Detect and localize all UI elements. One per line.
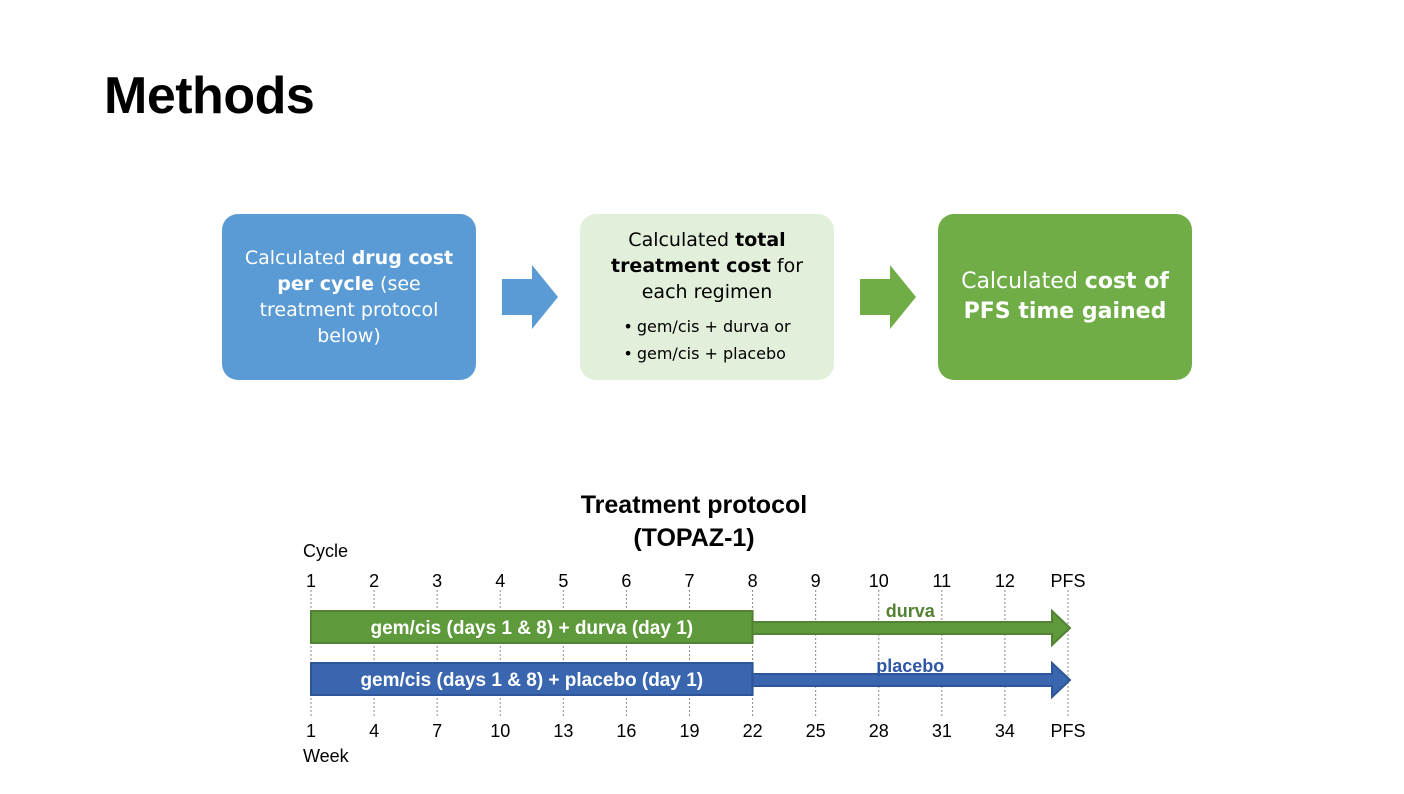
regimen-list: gem/cis + durva or gem/cis + placebo xyxy=(623,313,791,367)
cycle-tick-label: 10 xyxy=(869,571,889,591)
protocol-title-line2: (TOPAZ-1) xyxy=(633,524,754,552)
slide-title: Methods xyxy=(104,67,315,125)
step-pfs-cost-box: Calculated cost of PFS time gained xyxy=(938,214,1192,380)
extension-arrow xyxy=(751,608,1072,648)
cycle-tick-label: PFS xyxy=(1050,571,1085,591)
cycle-tick-label: 8 xyxy=(748,571,758,591)
step-drug-cost-box: Calculated drug cost per cycle (see trea… xyxy=(222,214,476,380)
extension-label: placebo xyxy=(876,656,944,676)
step-drug-cost-text: Calculated drug cost per cycle (see trea… xyxy=(244,247,454,347)
step-total-cost-box: Calculated total treatment cost for each… xyxy=(580,214,834,380)
cycle-tick-label: 6 xyxy=(621,571,631,591)
week-tick-label: 28 xyxy=(869,721,889,741)
treatment-bar xyxy=(310,662,754,696)
treatment-bar-label: gem/cis (days 1 & 8) + placebo (day 1) xyxy=(360,670,703,691)
week-tick-label: 16 xyxy=(616,721,636,741)
step-pfs-cost-text: Calculated cost of PFS time gained xyxy=(961,269,1169,324)
cycle-tick-label: 5 xyxy=(558,571,568,591)
week-tick-label: 31 xyxy=(932,721,952,741)
cycle-tick-label: 2 xyxy=(369,571,379,591)
cycle-tick-label: 4 xyxy=(495,571,505,591)
arm-placebo: gem/cis (days 1 & 8) + placebo (day 1) pl… xyxy=(310,656,1072,700)
week-tick-label: 19 xyxy=(679,721,699,741)
extension-arrow xyxy=(751,660,1072,700)
week-tick-label: 13 xyxy=(553,721,573,741)
week-axis-label: Week xyxy=(303,746,350,766)
week-tick-label: PFS xyxy=(1050,721,1085,741)
regimen-item-placebo: gem/cis + placebo xyxy=(623,340,790,367)
week-tick-label: 10 xyxy=(490,721,510,741)
treatment-bar-label: gem/cis (days 1 & 8) + durva (day 1) xyxy=(370,618,693,639)
arm-durva: gem/cis (days 1 & 8) + durva (day 1) durv… xyxy=(310,601,1072,648)
regimen-item-durva: gem/cis + durva or xyxy=(623,313,791,340)
protocol-title-line1: Treatment protocol xyxy=(581,491,807,519)
cycle-tick-label: 12 xyxy=(995,571,1015,591)
flow-arrow-2 xyxy=(860,265,916,329)
week-tick-label: 22 xyxy=(743,721,763,741)
week-tick-label: 4 xyxy=(369,721,379,741)
week-tick-label: 25 xyxy=(806,721,826,741)
cycle-tick-label: 1 xyxy=(306,571,316,591)
cycle-tick-label: 11 xyxy=(932,571,951,591)
cycle-tick-label: 9 xyxy=(811,571,821,591)
week-tick-label: 7 xyxy=(432,721,442,741)
cycle-tick-label: 3 xyxy=(432,571,442,591)
week-tick-label: 34 xyxy=(995,721,1015,741)
extension-label: durva xyxy=(886,601,936,621)
cycle-tick-label: 7 xyxy=(684,571,694,591)
flow-arrow-1 xyxy=(502,265,558,329)
week-tick-label: 1 xyxy=(306,721,316,741)
step-total-cost-text: Calculated total treatment cost for each… xyxy=(610,229,804,303)
cycle-axis-label: Cycle xyxy=(303,541,348,561)
